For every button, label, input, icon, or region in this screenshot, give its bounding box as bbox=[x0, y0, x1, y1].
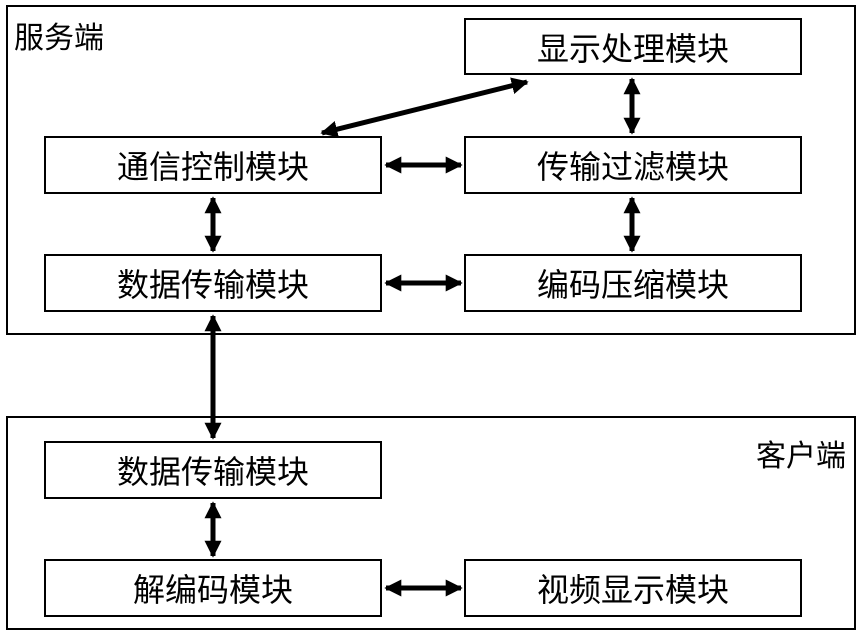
decode-module: 解编码模块 bbox=[44, 559, 382, 617]
display-processing-module: 显示处理模块 bbox=[464, 18, 802, 75]
comm-control-module: 通信控制模块 bbox=[44, 136, 382, 194]
client-label: 客户端 bbox=[756, 439, 846, 474]
transmission-filter-module: 传输过滤模块 bbox=[464, 136, 802, 194]
client-data-transmission-module: 数据传输模块 bbox=[44, 441, 382, 499]
video-display-module: 视频显示模块 bbox=[464, 559, 802, 617]
server-label: 服务端 bbox=[14, 21, 104, 56]
server-data-transmission-module: 数据传输模块 bbox=[44, 254, 382, 312]
arrow-display-comm bbox=[320, 77, 529, 138]
encode-compress-module: 编码压缩模块 bbox=[464, 254, 802, 312]
